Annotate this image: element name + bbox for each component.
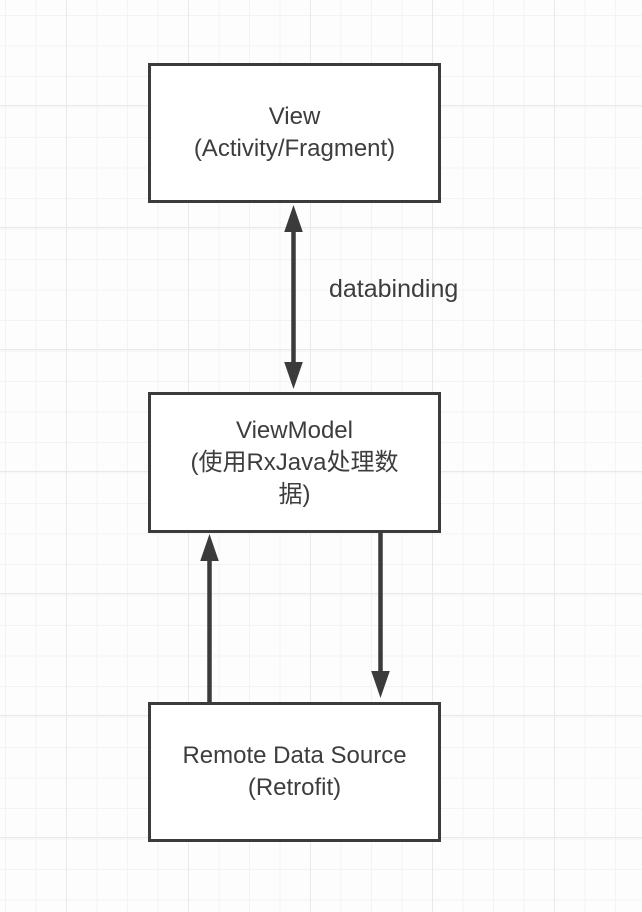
viewmodel-box-subtitle-line1: (使用RxJava处理数 (190, 448, 399, 476)
viewmodel-box: ViewModel (使用RxJava处理数 据) (148, 392, 441, 533)
view-box: View (Activity/Fragment) (148, 63, 441, 203)
arrow-view-viewmodel (284, 205, 303, 389)
arrow-remote-to-viewmodel (200, 534, 219, 702)
remote-data-source-box: Remote Data Source (Retrofit) (148, 702, 441, 842)
viewmodel-box-title: ViewModel (236, 416, 353, 444)
viewmodel-box-subtitle-line2: 据) (278, 480, 311, 508)
databinding-edge-label: databinding (329, 275, 459, 303)
view-box-title: View (268, 103, 321, 130)
remote-box-subtitle: (Retrofit) (247, 774, 342, 801)
remote-box-title: Remote Data Source (182, 742, 407, 769)
view-box-subtitle: (Activity/Fragment) (193, 135, 396, 162)
arrow-viewmodel-to-remote (371, 532, 390, 698)
